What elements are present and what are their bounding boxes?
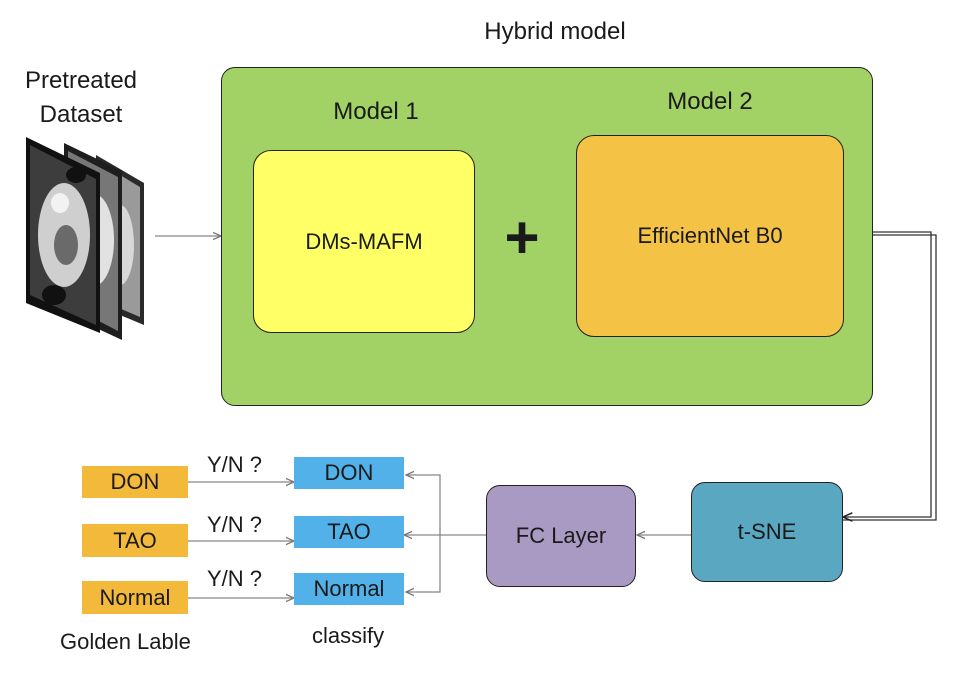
model1-box: DMs-MAFM xyxy=(253,150,475,333)
model2-box: EfficientNet B0 xyxy=(576,135,844,337)
plus-sign: + xyxy=(504,204,540,271)
dataset-label-line2: Dataset xyxy=(39,101,123,128)
yn-label-don: Y/N ? xyxy=(207,452,263,477)
golden-label-normal: Normal xyxy=(82,581,188,614)
golden-label-tao: TAO xyxy=(82,524,188,557)
yn-label-tao: Y/N ? xyxy=(207,512,263,537)
classify-label-normal: Normal xyxy=(294,573,404,605)
model1-title: Model 1 xyxy=(333,98,419,125)
hybrid-to-tsne-arrow xyxy=(843,234,937,521)
dataset-label: Pretreated Dataset xyxy=(6,64,156,132)
model2-name: EfficientNet B0 xyxy=(637,223,783,248)
classify-caption: classify xyxy=(312,623,385,648)
yn-label-normal: Y/N ? xyxy=(207,566,263,591)
tsne-box: t-SNE xyxy=(691,482,843,582)
tsne-label: t-SNE xyxy=(737,519,797,544)
fc-layer-box: FC Layer xyxy=(486,485,636,587)
model2-title: Model 2 xyxy=(667,88,753,115)
model1-name: DMs-MAFM xyxy=(305,228,423,254)
diagram-title: Hybrid model xyxy=(484,18,626,45)
dataset-label-line1: Pretreated xyxy=(24,67,138,94)
classify-label-don: DON xyxy=(294,457,404,489)
ct-scan-image xyxy=(26,137,144,340)
fc-layer-label: FC Layer xyxy=(515,523,607,548)
classify-label-tao: TAO xyxy=(294,516,404,548)
golden-label-don: DON xyxy=(82,466,188,498)
golden-label-caption: Golden Lable xyxy=(60,629,191,654)
